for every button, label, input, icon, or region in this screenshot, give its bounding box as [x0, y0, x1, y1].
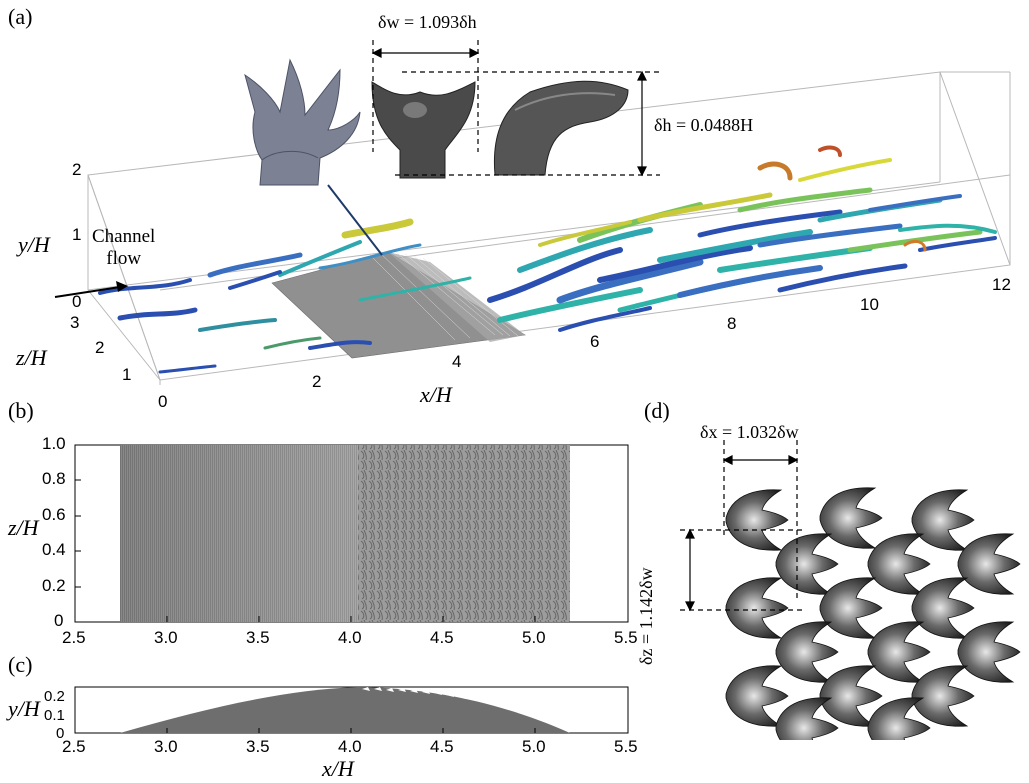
c-ticks — [166, 728, 536, 733]
a-xtick-12: 12 — [992, 275, 1011, 294]
panel-c-plot — [74, 686, 629, 734]
c-ytick-0: 0 — [56, 725, 65, 742]
a-z-axis-label: z/H — [16, 345, 47, 370]
b-ytick-0.6: 0.6 — [42, 505, 66, 524]
roughness-element-side — [493, 80, 629, 176]
dimension-arrows — [371, 48, 647, 177]
d-elements-row-2 — [775, 533, 1021, 595]
panel-a-label: (a) — [8, 4, 33, 29]
b-xtick-3.0: 3.0 — [154, 628, 178, 647]
a-ztick-2: 2 — [95, 338, 105, 357]
c-xtick-3.0: 3.0 — [154, 737, 178, 756]
a-ytick-0: 0 — [72, 292, 82, 311]
b-y-axis-label: z/H — [8, 515, 39, 540]
c-roughness-elements — [362, 687, 562, 728]
flow-label-line-1: Channel — [92, 226, 156, 247]
b-ytick-0.2: 0.2 — [42, 576, 66, 595]
c-xtick-5.0: 5.0 — [522, 737, 546, 756]
panel-d-array — [680, 440, 1029, 740]
b-ytick-1.0: 1.0 — [42, 434, 66, 453]
b-xtick-4.5: 4.5 — [430, 628, 454, 647]
c-xtick-4.5: 4.5 — [430, 737, 454, 756]
d-elements-row-4 — [775, 621, 1021, 683]
panel-d-label: (d) — [644, 398, 670, 423]
d-elements-row-3 — [725, 577, 975, 639]
a-ytick-1: 1 — [72, 225, 82, 244]
dimension-guides — [372, 40, 660, 176]
d-elements-row-5 — [725, 665, 975, 727]
d-elements-row-1 — [725, 487, 975, 551]
b-xtick-5.0: 5.0 — [522, 628, 546, 647]
panel-c-label: (c) — [8, 652, 33, 677]
panel-b-plot — [74, 444, 629, 623]
c-ytick-0.1: 0.1 — [44, 707, 65, 724]
c-xtick-3.5: 3.5 — [246, 737, 270, 756]
c-hill-profile — [120, 687, 570, 733]
roughness-element-front — [371, 81, 476, 179]
a-x-axis-label: x/H — [420, 382, 452, 407]
c-xtick-4.0: 4.0 — [338, 737, 362, 756]
dim-x-label: δx = 1.032δw — [700, 422, 799, 442]
b-roughness-array-region — [358, 445, 570, 622]
c-xtick-5.5: 5.5 — [614, 737, 638, 756]
pointer-line — [327, 184, 383, 256]
b-ytick-0.4: 0.4 — [42, 540, 66, 559]
flow-label-line-2: flow — [106, 248, 142, 269]
b-xtick-5.5: 5.5 — [614, 628, 638, 647]
panel-a-3d-plot — [54, 40, 1011, 385]
turbulent-wake — [487, 145, 997, 332]
c-ytick-0.2: 0.2 — [44, 688, 65, 705]
a-ztick-3: 3 — [70, 313, 80, 332]
a-xtick-6: 6 — [590, 332, 600, 351]
a-xtick-8: 8 — [727, 314, 737, 333]
a-ztick-1: 1 — [122, 365, 132, 384]
panel-b-label: (b) — [8, 398, 34, 423]
hill-surface — [271, 251, 526, 359]
b-ytick-0: 0 — [54, 611, 64, 630]
flow-label: Channel flow — [92, 226, 155, 270]
b-ticks — [74, 444, 629, 623]
b-ytick-0.8: 0.8 — [42, 469, 66, 488]
a-xtick-2: 2 — [312, 372, 322, 391]
c-xtick-2.5: 2.5 — [62, 737, 86, 756]
b-xtick-3.5: 3.5 — [246, 628, 270, 647]
d-dimension-guides — [680, 440, 805, 611]
roughness-element-mesh — [244, 58, 361, 186]
dim-z-label: δz = 1.142δw — [636, 567, 656, 665]
a-xtick-4: 4 — [452, 352, 462, 371]
vortex-structures — [98, 218, 472, 374]
a-xtick-0: 0 — [158, 392, 168, 411]
c-y-axis-label: y/H — [8, 696, 40, 721]
a-ytick-2: 2 — [72, 160, 82, 179]
b-xtick-2.5: 2.5 — [62, 628, 86, 647]
c-x-axis-label: x/H — [322, 756, 354, 781]
flow-arrow — [54, 281, 128, 298]
d-dimension-arrows — [685, 455, 799, 612]
a-xtick-10: 10 — [860, 295, 879, 314]
dim-width-label: δw = 1.093δh — [378, 12, 477, 32]
b-xtick-4.0: 4.0 — [338, 628, 362, 647]
a-y-axis-label: y/H — [18, 232, 50, 257]
dim-height-label: δh = 0.0488H — [654, 115, 754, 135]
